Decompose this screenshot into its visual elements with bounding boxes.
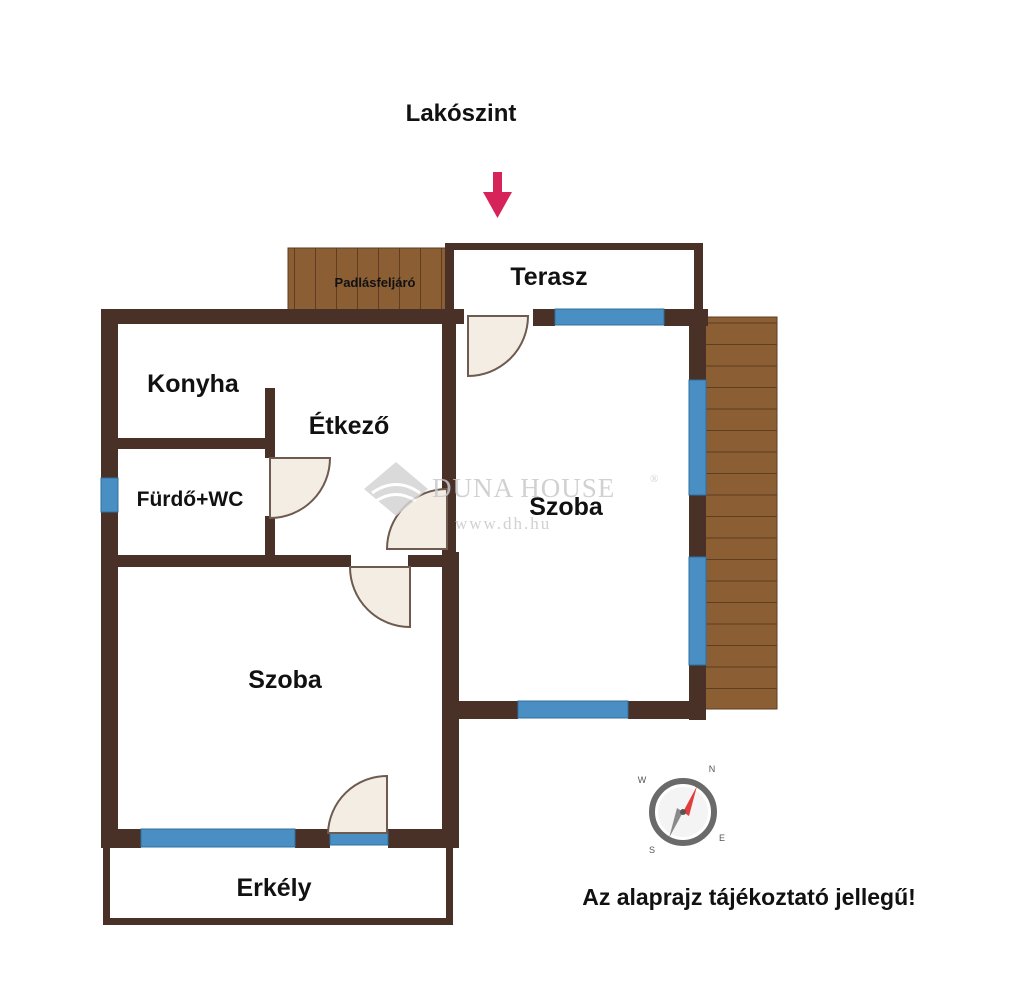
- windows: [100, 308, 707, 848]
- window-bottom-right-room: [517, 700, 629, 719]
- compass-s: S: [649, 845, 655, 855]
- door-terrace: [467, 315, 530, 378]
- window-right-lower: [688, 556, 707, 666]
- watermark: DUNA HOUSE ® www.dh.hu: [364, 462, 658, 533]
- floor-title: Lakószint: [406, 100, 517, 127]
- compass-e: E: [719, 833, 725, 843]
- entrance-arrow-icon: [483, 172, 512, 218]
- watermark-url: www.dh.hu: [455, 514, 551, 533]
- room-label-terasz: Terasz: [510, 263, 587, 291]
- door-balcony: [326, 774, 388, 834]
- watermark-registered: ®: [650, 473, 658, 485]
- room-label-szoba-left: Szoba: [248, 666, 323, 694]
- disclaimer: Az alaprajz tájékoztató jellegű!: [582, 884, 916, 910]
- window-top-right: [554, 308, 665, 326]
- window-right-upper: [688, 379, 707, 496]
- room-label-konyha: Konyha: [147, 370, 240, 398]
- door-bathroom: [269, 457, 332, 520]
- window-bathroom: [100, 477, 119, 513]
- doors: [269, 315, 530, 834]
- side-deck: [704, 316, 778, 710]
- duna-house-logo-icon: [364, 462, 428, 516]
- compass-w: W: [638, 775, 647, 785]
- room-label-furdo: Fürdő+WC: [137, 488, 244, 511]
- watermark-brand: DUNA HOUSE: [432, 473, 615, 503]
- room-label-szoba-right: Szoba: [529, 493, 604, 521]
- room-label-erkely: Erkély: [236, 874, 311, 902]
- compass-icon: N E S W: [638, 764, 725, 855]
- compass-n: N: [709, 764, 716, 774]
- room-label-padlasfeljaro: Padlásfeljáró: [335, 275, 416, 290]
- window-bottom-left: [140, 828, 296, 848]
- door-left-room: [348, 566, 411, 629]
- walls: [101, 243, 708, 925]
- room-label-etkezo: Étkező: [309, 411, 390, 440]
